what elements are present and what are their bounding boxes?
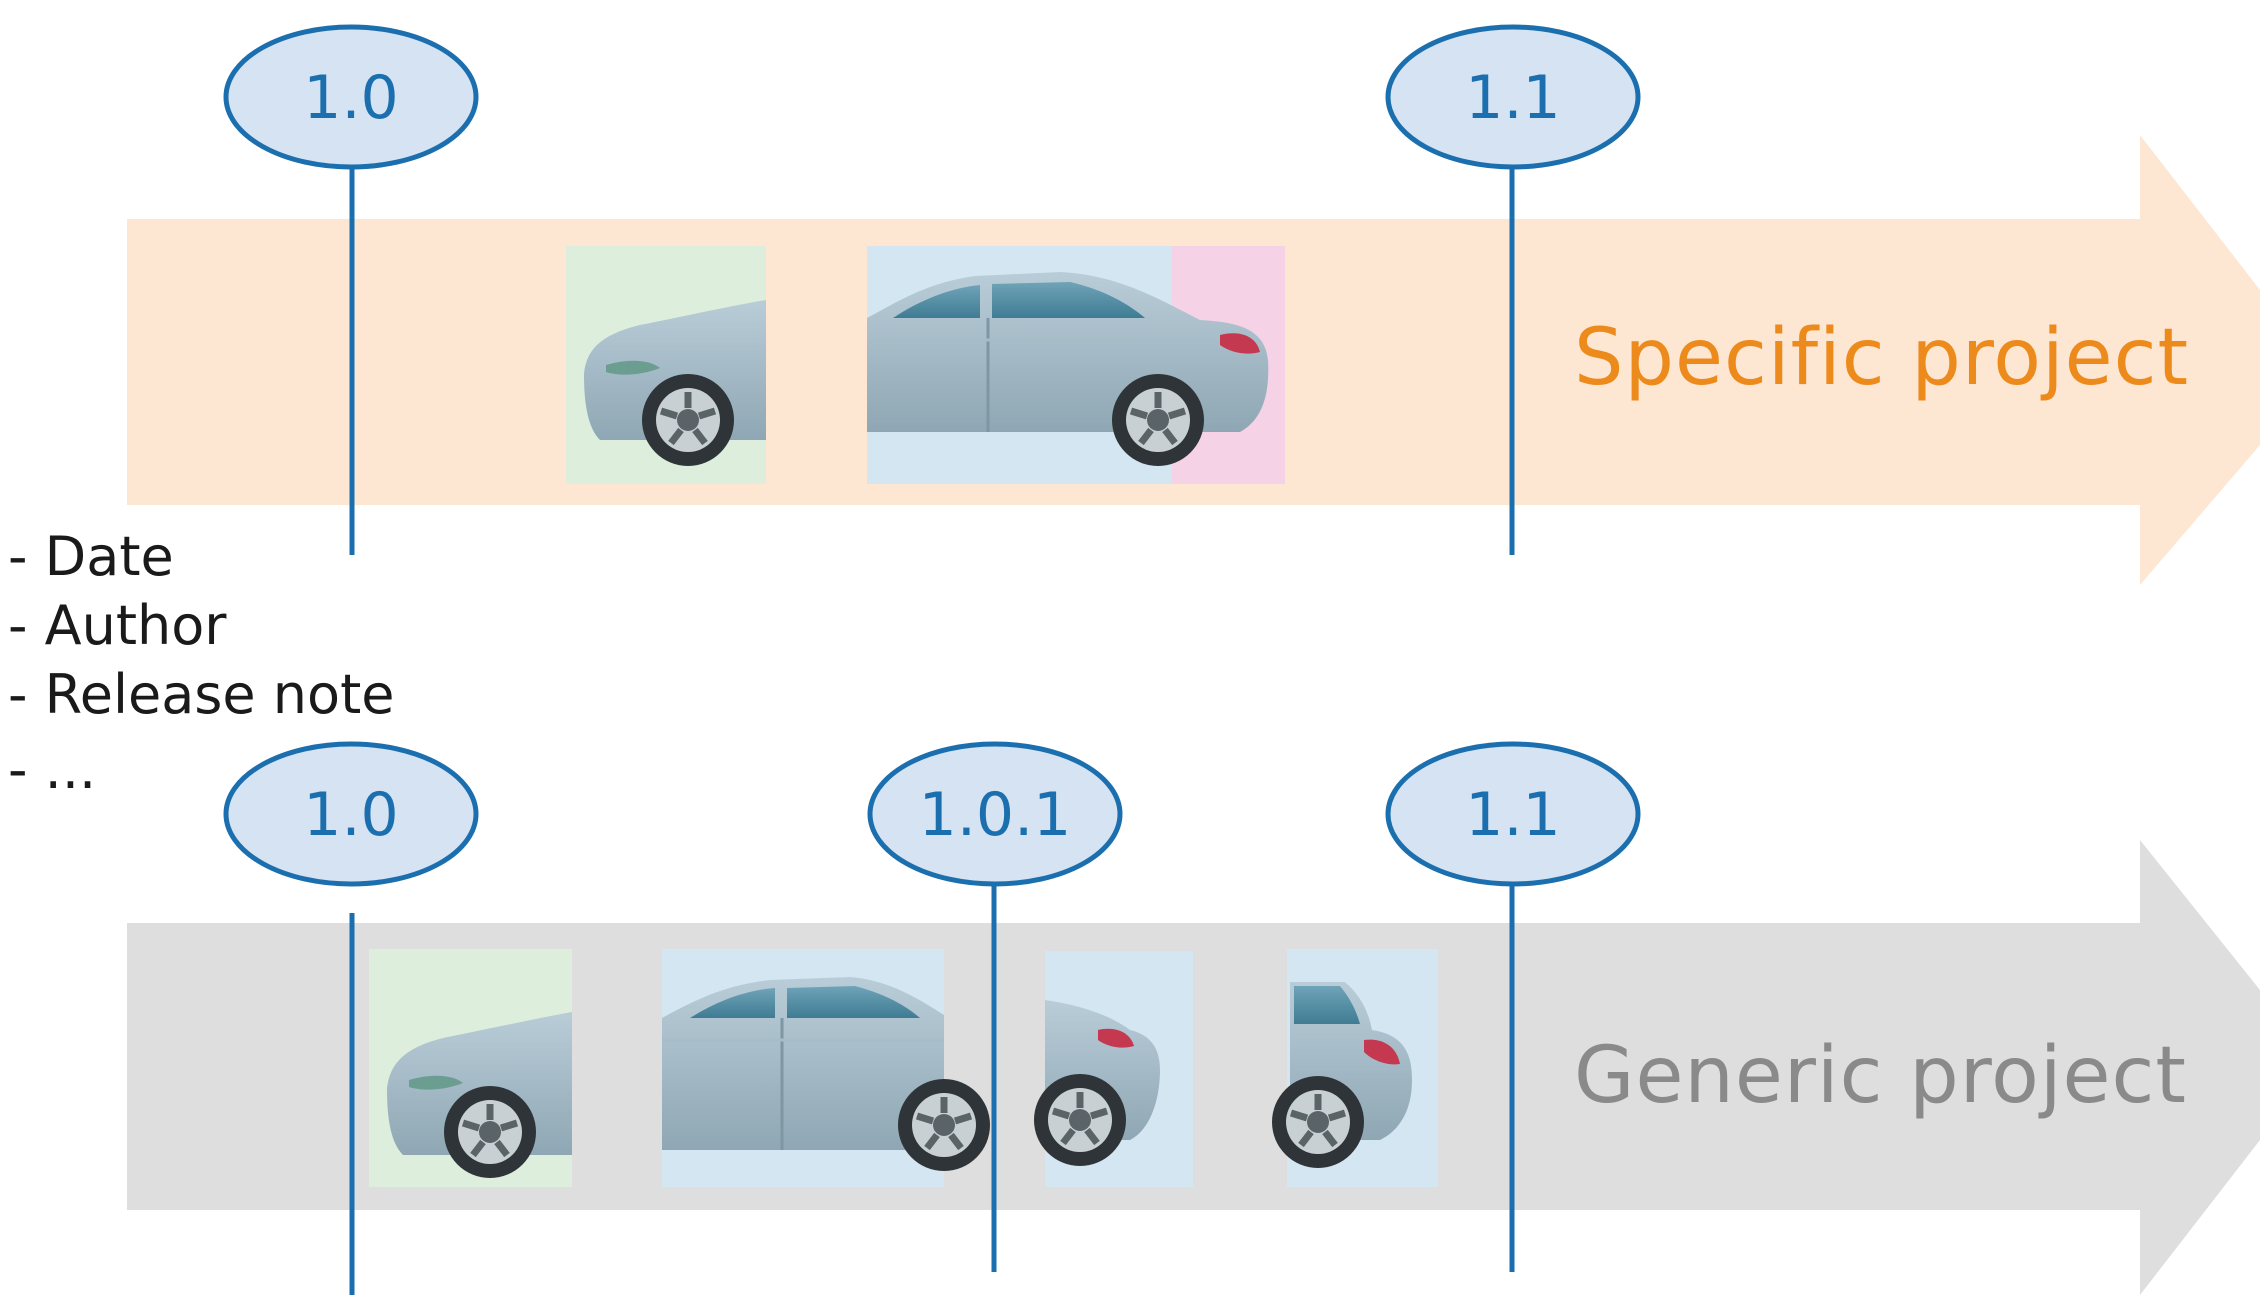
metadata-item-more: - ... [8, 738, 97, 801]
car-front-icon [584, 300, 766, 466]
generic-project-modules [369, 949, 1438, 1187]
version-label: 1.0 [303, 63, 398, 133]
specific-project-label: Specific project [1574, 313, 2189, 403]
version-label: 1.0 [303, 780, 398, 850]
version-label: 1.1 [1465, 780, 1560, 850]
version-marker-generic-1-0-1[interactable] [867, 741, 1123, 887]
car-body-icon [867, 272, 1269, 466]
metadata-item-author: - Author [8, 594, 227, 657]
car-rear-icon [1034, 1000, 1160, 1166]
specific-project-modules [566, 246, 1285, 484]
version-marker-specific-1-0[interactable] [223, 24, 479, 170]
car-body-icon [662, 977, 990, 1171]
version-metadata-list: - Date - Author - Release note - ... [8, 522, 394, 804]
metadata-item-date: - Date [8, 525, 174, 588]
version-marker-generic-1-1[interactable] [1385, 741, 1641, 887]
car-hatchback-icon [1272, 982, 1412, 1168]
version-markers: 1.0 1.1 1.0 1.0.1 1.1 [223, 24, 1641, 1295]
generic-project-label: Generic project [1574, 1031, 2187, 1121]
version-label: 1.1 [1465, 63, 1560, 133]
version-label: 1.0.1 [919, 780, 1072, 850]
version-marker-specific-1-1[interactable] [1385, 24, 1641, 170]
generic-project-arrow [127, 840, 2260, 1295]
version-marker-generic-1-0[interactable] [223, 741, 479, 887]
car-front-icon [387, 1012, 572, 1178]
metadata-item-release-note: - Release note [8, 663, 395, 726]
